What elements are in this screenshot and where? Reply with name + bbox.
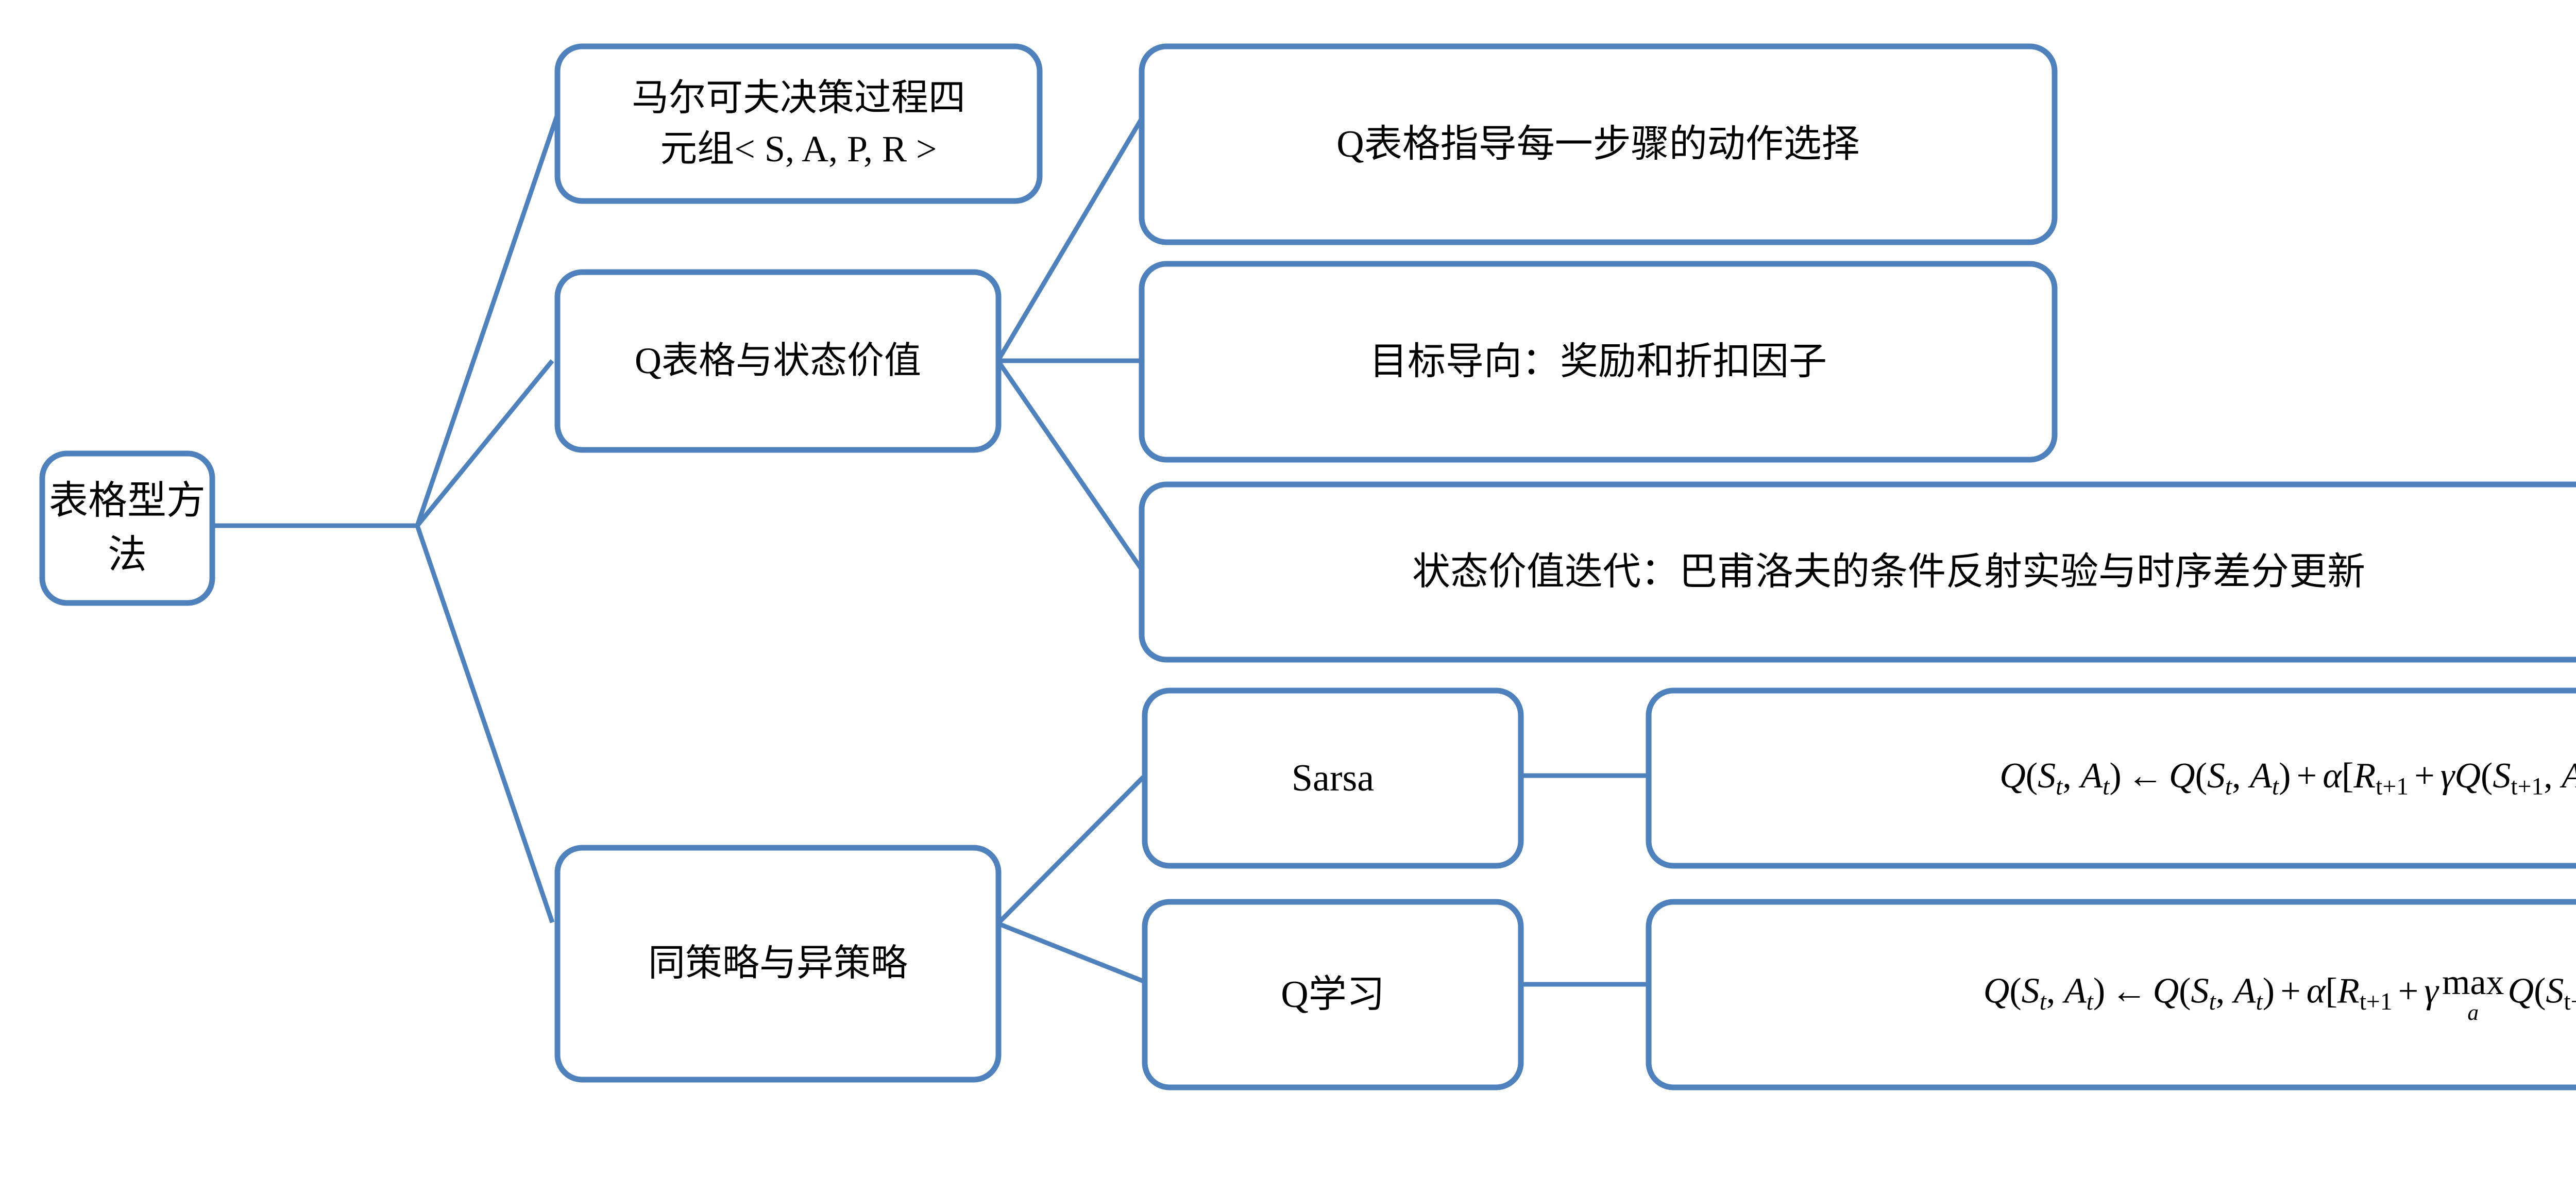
node-box-q-table-state-value[interactable] bbox=[554, 269, 1002, 453]
edge-qtable-to-value-iteration bbox=[996, 359, 1144, 571]
edge-policy-to-sarsa bbox=[996, 774, 1147, 926]
node-box-q-learning[interactable] bbox=[1142, 899, 1524, 1090]
formula-q-learning-update-rule: Q(St, At)←Q(St, At)+α[Rt+1+γmaxaQ(St+1, … bbox=[1983, 963, 2576, 1026]
formula-sarsa-update-rule: Q(St, At)←Q(St, At)+α[Rt+1+γQ(St+1, At+1… bbox=[1999, 756, 2576, 800]
node-box-mdp-tuple[interactable] bbox=[554, 43, 1043, 204]
node-box-action-selection[interactable] bbox=[1139, 43, 2058, 245]
node-box-sarsa-formula[interactable] bbox=[1646, 687, 2576, 869]
node-box-on-off-policy[interactable] bbox=[554, 845, 1002, 1083]
edge-qtable-to-action-select bbox=[996, 117, 1144, 362]
node-box-root[interactable] bbox=[39, 450, 215, 606]
node-box-state-value-iteration[interactable] bbox=[1139, 481, 2576, 663]
node-box-goal-oriented[interactable] bbox=[1139, 261, 2058, 463]
node-box-sarsa[interactable] bbox=[1142, 687, 1524, 869]
node-box-q-learning-formula[interactable] bbox=[1646, 899, 2576, 1090]
edge-policy-to-qlearning bbox=[997, 921, 1146, 984]
